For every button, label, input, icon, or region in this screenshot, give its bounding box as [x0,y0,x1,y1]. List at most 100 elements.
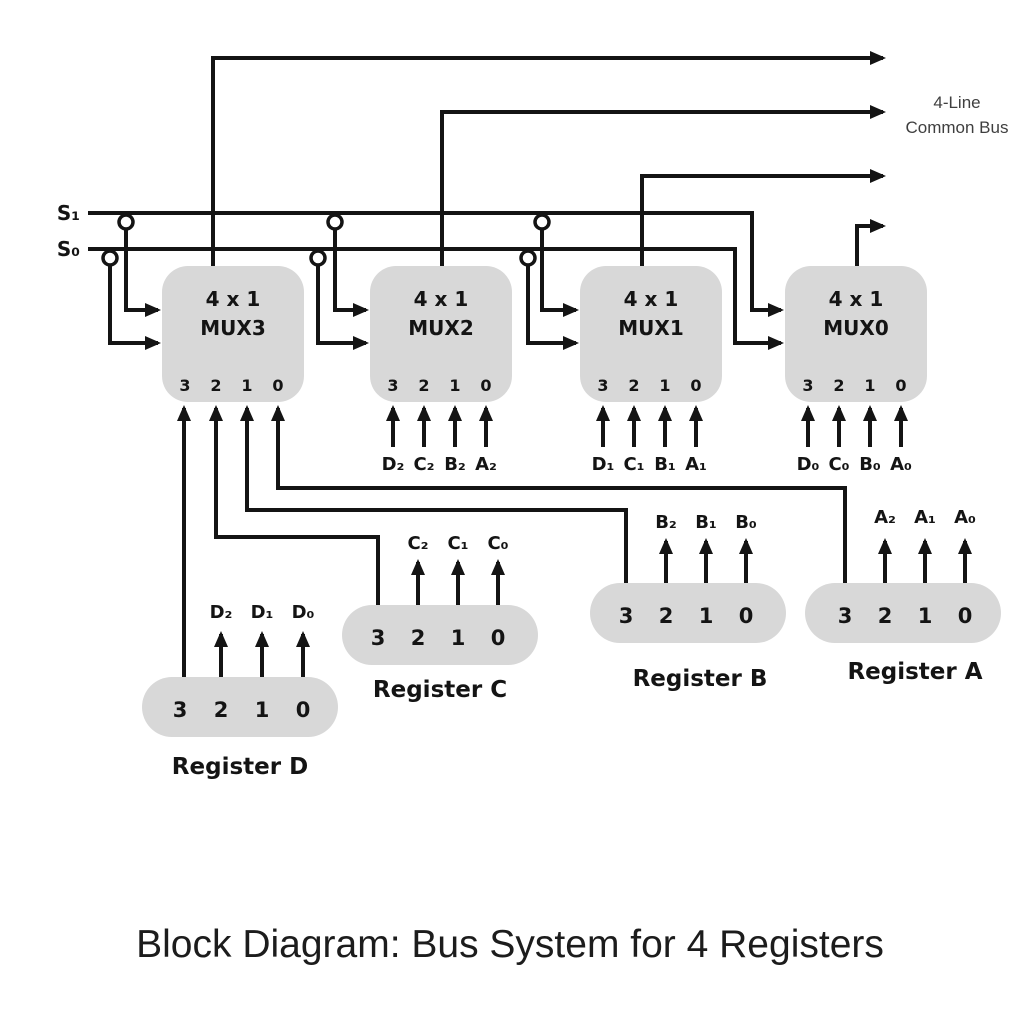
mux0-pin-2: 2 [833,376,844,395]
mux2-title-line1: 4 x 1 [414,287,469,311]
mux2-pin-3: 3 [387,376,398,395]
s0-rail-to-mux0 [88,247,784,350]
select-line-s0: S₀ [57,237,784,350]
mux0-title-line1: 4 x 1 [829,287,884,311]
register-d-box [142,677,338,737]
s1-drop-mux2 [333,216,369,317]
mux1-input-label-a1: A₁ [685,454,707,475]
mux0-block: 4 x 1 MUX0 3 2 1 0 D₀ C₀ B₀ A₀ [785,266,927,475]
mux0-input-label-a0: A₀ [890,454,912,475]
s0-drop-mux3 [108,252,161,350]
register-b-bit-1: 1 [699,604,714,628]
register-a-output-label-a0: A₀ [954,507,976,528]
common-bus-wires: 4-Line Common Bus [211,51,1008,266]
mux2-input-label-b2: B₂ [444,454,466,475]
s1-drop-mux3 [124,216,161,317]
s0-label: S₀ [57,237,80,261]
mux0-box [785,266,927,402]
register-c-bit-0: 0 [491,626,506,650]
mux0-input-label-d0: D₀ [797,454,820,475]
register-b-name: Register B [633,666,768,692]
wire-register-c-to-mux3 [209,405,380,605]
register-c-output-label-c1: C₁ [447,533,468,554]
register-c-block: 3 2 1 0 C₂ C₁ C₀ Register C [342,533,538,703]
register-bit3-wires [177,405,847,677]
register-c-box [342,605,538,665]
register-d-output-label-d1: D₁ [251,602,274,623]
mux2-pin-1: 1 [449,376,460,395]
register-d-bit-0: 0 [296,698,311,722]
register-a-bit-3: 3 [838,604,853,628]
s1-tap-mux1 [533,213,551,231]
mux1-pin-0: 0 [690,376,701,395]
mux0-title-line2: MUX0 [823,316,888,340]
register-b-block: 3 2 1 0 B₂ B₁ B₀ Register B [590,512,786,692]
s0-tap-mux1 [519,249,537,267]
s0-tap-mux2 [309,249,327,267]
register-d-name: Register D [172,754,308,780]
mux0-input-label-c0: C₀ [828,454,849,475]
mux2-pin-0: 0 [480,376,491,395]
s1-rail-to-mux0 [88,211,784,317]
register-b-bit-0: 0 [739,604,754,628]
register-d-output-label-d2: D₂ [210,602,233,623]
mux1-pin-1: 1 [659,376,670,395]
register-c-name: Register C [373,677,507,703]
common-bus-label-line1: 4-Line [933,93,980,112]
register-d-output-label-d0: D₀ [292,602,315,623]
mux1-title-line2: MUX1 [618,316,683,340]
register-a-block: 3 2 1 0 A₂ A₁ A₀ Register A [805,507,1001,685]
s1-tap-mux3 [117,213,135,231]
mux2-block: 4 x 1 MUX2 3 2 1 0 D₂ C₂ B₂ A₂ [370,266,512,475]
mux1-input-label-b1: B₁ [654,454,676,475]
s1-tap-mux2 [326,213,344,231]
bus-wire-mux3 [211,51,886,266]
bus-wire-mux2 [440,105,886,266]
s0-tap-mux3 [101,249,119,267]
mux0-pin-1: 1 [864,376,875,395]
register-a-box [805,583,1001,643]
s1-drop-mux1 [540,216,579,317]
register-b-box [590,583,786,643]
mux1-pin-3: 3 [597,376,608,395]
register-b-bit-2: 2 [659,604,674,628]
register-b-output-label-b0: B₀ [735,512,757,533]
bus-wire-mux0 [855,219,886,266]
mux3-pin-2: 2 [210,376,221,395]
mux1-input-label-c1: C₁ [623,454,644,475]
register-a-bit-0: 0 [958,604,973,628]
mux3-block: 4 x 1 MUX3 3 2 1 0 [162,266,304,402]
register-d-bit-1: 1 [255,698,270,722]
mux1-box [580,266,722,402]
mux3-title-line1: 4 x 1 [206,287,261,311]
mux1-title-line1: 4 x 1 [624,287,679,311]
wire-register-a-to-mux3 [271,405,847,583]
register-d-bit-3: 3 [173,698,188,722]
mux2-box [370,266,512,402]
mux2-pin-2: 2 [418,376,429,395]
mux3-pin-3: 3 [179,376,190,395]
register-a-output-label-a1: A₁ [914,507,936,528]
mux1-block: 4 x 1 MUX1 3 2 1 0 D₁ C₁ B₁ A₁ [580,266,722,475]
s0-drop-mux1 [526,252,579,350]
register-c-bit-3: 3 [371,626,386,650]
register-a-bit-2: 2 [878,604,893,628]
register-a-bit-1: 1 [918,604,933,628]
register-c-bit-1: 1 [451,626,466,650]
mux0-pin-0: 0 [895,376,906,395]
mux1-input-label-d1: D₁ [592,454,615,475]
register-c-output-label-c0: C₀ [487,533,508,554]
register-d-block: 3 2 1 0 D₂ D₁ D₀ Register D [142,602,338,780]
register-c-bit-2: 2 [411,626,426,650]
register-a-name: Register A [847,659,982,685]
register-b-output-label-b1: B₁ [695,512,717,533]
register-b-output-label-b2: B₂ [655,512,677,533]
mux3-title-line2: MUX3 [200,316,265,340]
diagram-title: Block Diagram: Bus System for 4 Register… [136,923,884,966]
s0-drop-mux2 [316,252,369,350]
register-c-output-label-c2: C₂ [407,533,428,554]
mux2-title-line2: MUX2 [408,316,473,340]
s1-label: S₁ [57,201,80,225]
